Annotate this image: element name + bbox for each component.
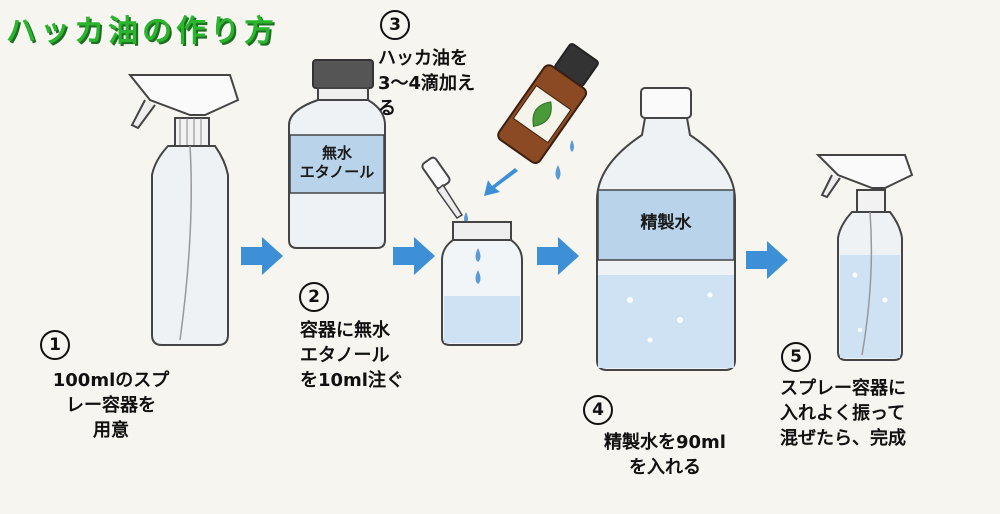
step-line: ハッカ油を [378, 48, 468, 69]
step-1-text: 100mlのスプ レー容器を 用意 [36, 368, 186, 443]
step-5-text: スプレー容器に 入れよく振って 混ぜたら、完成 [780, 376, 906, 451]
step-3-text: ハッカ油を 3〜4滴加え る [378, 46, 475, 121]
ethanol-label-line: エタノール [299, 163, 375, 181]
water-label: 精製水 [640, 213, 692, 233]
step-line: スプレー容器に [780, 378, 906, 399]
ethanol-label-line: 無水 [321, 144, 352, 162]
spray-bottle-final [815, 154, 914, 361]
step-line: を入れる [629, 457, 701, 478]
dropper [421, 156, 468, 224]
step-number: 3 [380, 10, 410, 40]
arrow-right-icon [537, 237, 579, 275]
step-line: を10ml注ぐ [300, 370, 404, 391]
step-line: 100mlのスプ [52, 370, 170, 391]
step-2-text: 容器に無水 エタノール を10ml注ぐ [300, 318, 404, 393]
water-bottle [596, 87, 736, 371]
jar [441, 221, 523, 346]
step-line: エタノール [300, 345, 390, 366]
page-title: ハッカ油の作り方 [6, 14, 278, 49]
step-number: 2 [299, 282, 329, 312]
spray-bottle-empty [127, 74, 240, 346]
ethanol-bottle [288, 59, 386, 249]
step-line: 混ぜたら、完成 [780, 428, 906, 449]
ethanol-label: 無水 エタノール [291, 144, 383, 182]
step-line: 容器に無水 [300, 320, 390, 341]
step-number: 5 [781, 342, 811, 372]
arrow-right-icon [746, 241, 788, 279]
step-4-text: 精製水を90ml を入れる [575, 430, 755, 480]
arrow-right-icon [241, 237, 283, 275]
step-line: 用意 [93, 420, 129, 441]
drop-arrow [484, 168, 518, 196]
step-line: 入れよく振って [780, 403, 906, 424]
mint-oil-bottle [497, 43, 599, 180]
step-number: 1 [40, 330, 70, 360]
step-line: る [378, 98, 396, 119]
step-line: 3〜4滴加え [378, 73, 476, 94]
step-line: レー容器を [66, 395, 156, 416]
step-number: 4 [583, 395, 613, 425]
arrow-right-icon [393, 237, 435, 275]
step-line: 精製水を90ml [604, 432, 726, 453]
